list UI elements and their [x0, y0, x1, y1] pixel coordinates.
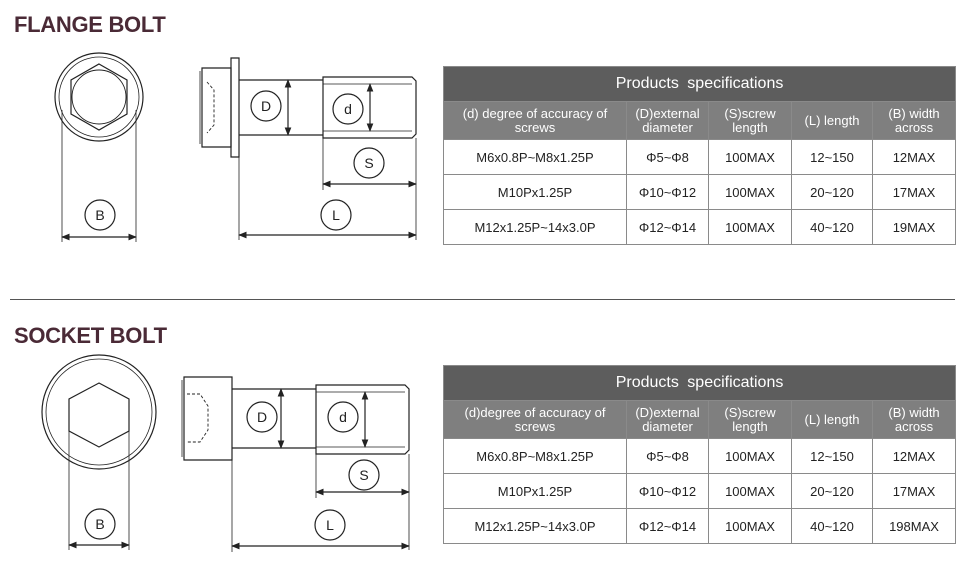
table-cell: Φ5~Φ8 [626, 438, 709, 474]
table-cell: Φ12~Φ14 [626, 209, 709, 245]
socket-table-title: Products specifications [442, 365, 957, 401]
flange-label-B: B [95, 207, 104, 223]
socket-header-length: (L) length [791, 400, 873, 439]
flange-bolt-drawing: D d S L B [54, 52, 417, 242]
table-cell: M12x1.25P~14x3.0P [443, 209, 627, 245]
table-cell: Φ5~Φ8 [626, 139, 709, 175]
socket-label-S: S [359, 467, 368, 483]
flange-label-S: S [364, 155, 373, 171]
flange-header-screw-length: (S)screw length [708, 101, 792, 140]
table-row: M6x0.8P~M8x1.25P Φ5~Φ8 100MAX 12~150 12M… [443, 139, 957, 175]
flange-header-accuracy: (d) degree of accuracy of screws [443, 101, 627, 140]
flange-collar [230, 57, 240, 158]
table-cell: 198MAX [871, 508, 957, 544]
table-cell: 12MAX [871, 438, 957, 474]
socket-head [183, 376, 233, 461]
table-cell: 20~120 [791, 174, 873, 210]
table-cell: M10Px1.25P [443, 174, 627, 210]
table-cell: M6x0.8P~M8x1.25P [443, 139, 627, 175]
socket-spec-table: Products specifications (d)degree of acc… [442, 365, 957, 544]
table-row: M12x1.25P~14x3.0P Φ12~Φ14 100MAX 40~120 … [443, 209, 957, 245]
table-cell: 100MAX [708, 174, 792, 210]
socket-bolt-drawing: D d S L B [41, 354, 410, 552]
socket-header-accuracy: (d)degree of accuracy of screws [443, 400, 627, 439]
flange-label-d: d [344, 101, 352, 117]
table-cell: 19MAX [871, 209, 957, 245]
table-row: M10Px1.25P Φ10~Φ12 100MAX 20~120 17MAX [443, 473, 957, 509]
table-cell: 40~120 [791, 508, 873, 544]
table-cell: 100MAX [708, 438, 792, 474]
table-cell: 100MAX [708, 139, 792, 175]
socket-header-width-across: (B) width across [871, 400, 957, 439]
table-cell: 17MAX [871, 174, 957, 210]
flange-label-L: L [332, 207, 340, 223]
socket-hex-recess [68, 382, 130, 448]
table-cell: M12x1.25P~14x3.0P [443, 508, 627, 544]
table-cell: 12~150 [791, 139, 873, 175]
table-row: M10Px1.25P Φ10~Φ12 100MAX 20~120 17MAX [443, 174, 957, 210]
table-cell: 20~120 [791, 473, 873, 509]
socket-bolt-title: SOCKET BOLT [14, 323, 167, 348]
flange-label-D: D [261, 98, 271, 114]
flange-outer-circle [54, 52, 144, 142]
socket-header-screw-length: (S)screw length [708, 400, 792, 439]
section-divider [10, 299, 955, 300]
table-cell: 100MAX [708, 508, 792, 544]
flange-table-title: Products specifications [442, 66, 957, 102]
table-cell: 40~120 [791, 209, 873, 245]
table-cell: 100MAX [708, 473, 792, 509]
table-cell: M6x0.8P~M8x1.25P [443, 438, 627, 474]
socket-header-external-diameter: (D)external diameter [626, 400, 709, 439]
table-cell: 12~150 [791, 438, 873, 474]
socket-outer-circle [41, 354, 157, 470]
table-cell: 100MAX [708, 209, 792, 245]
table-cell: Φ10~Φ12 [626, 473, 709, 509]
table-cell: 12MAX [871, 139, 957, 175]
table-cell: 17MAX [871, 473, 957, 509]
flange-header-length: (L) length [791, 101, 873, 140]
socket-label-L: L [326, 517, 334, 533]
flange-header-width-across: (B) width across [871, 101, 957, 140]
table-cell: Φ12~Φ14 [626, 508, 709, 544]
flange-spec-table: Products specifications (d) degree of ac… [442, 66, 957, 245]
flange-bolt-title: FLANGE BOLT [14, 12, 166, 37]
socket-label-B: B [95, 516, 104, 532]
table-cell: M10Px1.25P [443, 473, 627, 509]
table-cell: Φ10~Φ12 [626, 174, 709, 210]
table-row: M12x1.25P~14x3.0P Φ12~Φ14 100MAX 40~120 … [443, 508, 957, 544]
flange-header-external-diameter: (D)external diameter [626, 101, 709, 140]
socket-label-D: D [257, 409, 267, 425]
socket-label-d: d [339, 409, 347, 425]
flange-hex-head [70, 63, 128, 131]
table-row: M6x0.8P~M8x1.25P Φ5~Φ8 100MAX 12~150 12M… [443, 438, 957, 474]
